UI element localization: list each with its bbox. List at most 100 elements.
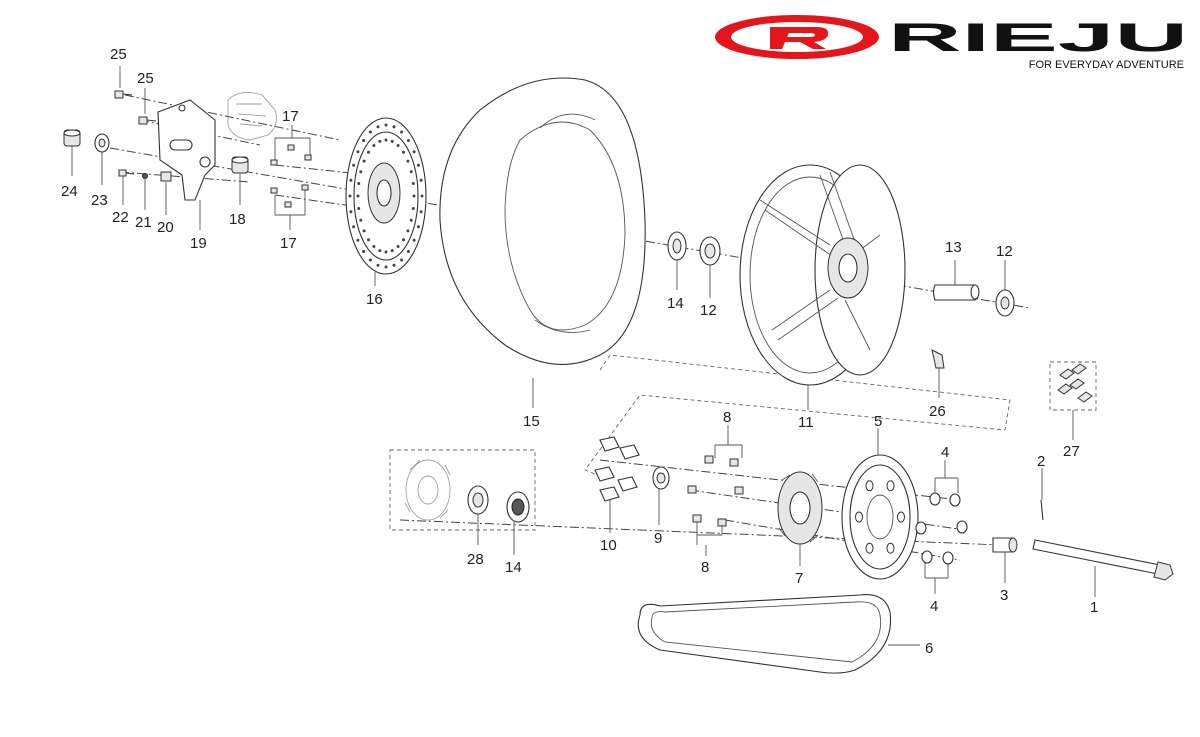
disc-hole: [376, 263, 380, 267]
dampers-10: [594, 436, 640, 502]
callout-7: 7: [795, 570, 803, 587]
callout-19: 19: [190, 235, 207, 252]
callout-4a: 4: [941, 444, 949, 461]
disc-hole: [367, 150, 370, 154]
disc-hole: [352, 225, 356, 229]
spacer-18: [231, 156, 249, 174]
callout-17a: 17: [282, 108, 299, 125]
disc-hole: [384, 250, 388, 254]
sprocket-hole: [897, 511, 905, 523]
disc-hole: [392, 263, 396, 267]
disc-hole: [362, 250, 366, 253]
callout-17b: 17: [280, 235, 297, 252]
disc-hole: [372, 245, 376, 248]
callout-numbers: 25 25 24 23 22 21 20 19 18 17 17 16 15 1…: [61, 46, 1098, 657]
spacer-3: [992, 537, 1018, 553]
callout-23: 23: [91, 192, 108, 209]
rieju-logo: RIEJU FOR EVERYDAY ADVENTURE: [715, 15, 1188, 71]
disc-hole: [362, 229, 366, 233]
disc-hole: [406, 229, 410, 233]
disc-hole: [412, 194, 416, 198]
bearing-28: [467, 485, 489, 515]
cotter-pin-2: [1040, 499, 1044, 521]
brake-disc: [345, 117, 427, 275]
callout-1: 1: [1090, 599, 1098, 616]
bearing-12-left: [699, 236, 721, 266]
sprocket-holes: [855, 480, 905, 554]
spacer-tube-13: [932, 284, 980, 301]
disc-hole: [416, 225, 420, 229]
disc-hole: [356, 238, 360, 242]
bearing-12-right: [995, 289, 1015, 317]
callout-25a: 25: [110, 46, 127, 63]
callout-15: 15: [523, 413, 540, 430]
disc-hole: [416, 163, 420, 167]
nuts-4: [915, 477, 968, 579]
caliper-bracket: [157, 99, 216, 201]
wheel-rim: [739, 164, 906, 386]
disc-hole: [402, 238, 405, 242]
bolt-22: [118, 169, 135, 177]
leader-lines: [71, 66, 1096, 646]
callout-11: 11: [798, 414, 814, 431]
callout-2: 2: [1037, 453, 1045, 470]
disc-hole: [368, 258, 372, 262]
disc-hole: [392, 125, 396, 129]
brake-caliper-ghost: [227, 91, 277, 141]
disc-hole: [411, 182, 415, 185]
callout-16: 16: [366, 291, 383, 308]
callout-8a: 8: [723, 409, 731, 426]
logo-tagline: FOR EVERYDAY ADVENTURE: [1029, 59, 1184, 71]
disc-hole: [384, 265, 388, 269]
callout-25b: 25: [137, 70, 154, 87]
disc-hole: [376, 125, 380, 129]
drive-chain-6: [637, 594, 892, 674]
disc-hole: [411, 207, 415, 210]
rear-sprocket-5: [841, 454, 919, 580]
callout-24: 24: [61, 183, 78, 200]
callout-14a: 14: [667, 295, 684, 312]
assembly-group-outline: [584, 354, 1011, 481]
callout-28: 28: [467, 551, 484, 568]
callout-20: 20: [157, 219, 174, 236]
sprocket-hole: [865, 542, 874, 554]
disc-hole: [357, 207, 361, 210]
disc-hole: [349, 210, 353, 214]
sprocket-hole: [855, 511, 863, 523]
disc-hole: [396, 144, 400, 147]
spacer-9: [652, 466, 670, 490]
callout-4b: 4: [930, 598, 938, 615]
disc-hole: [359, 218, 363, 222]
disc-hole: [412, 238, 416, 242]
callout-9: 9: [654, 530, 662, 547]
disc-hole: [419, 210, 423, 214]
disc-hole: [409, 218, 413, 222]
washer-21: [142, 173, 148, 179]
callout-5: 5: [874, 413, 882, 430]
callout-27: 27: [1063, 443, 1080, 460]
disc-hole: [362, 139, 366, 142]
disc-hole: [372, 144, 376, 147]
seal-14: [506, 491, 530, 523]
callout-22: 22: [112, 209, 129, 226]
disc-hole: [356, 150, 360, 154]
callout-12b: 12: [996, 243, 1013, 260]
disc-hole: [378, 139, 382, 143]
disc-hole: [400, 258, 404, 262]
rear-axle-1: [1032, 539, 1174, 581]
bolt-25-upper: [114, 90, 133, 99]
disc-hole: [402, 150, 405, 154]
disc-hole: [359, 170, 363, 174]
disc-hole: [412, 150, 416, 154]
disc-hole: [419, 178, 423, 182]
disc-hole: [406, 159, 410, 163]
callout-14b: 14: [505, 559, 522, 576]
disc-holes: [348, 123, 424, 269]
callout-8b: 8: [701, 559, 709, 576]
sprocket-carrier-7: [777, 471, 823, 545]
sprocket-hole: [886, 542, 895, 554]
sprocket-bolts-8: [687, 444, 744, 545]
callout-12a: 12: [700, 302, 717, 319]
callout-3: 3: [1000, 587, 1008, 604]
